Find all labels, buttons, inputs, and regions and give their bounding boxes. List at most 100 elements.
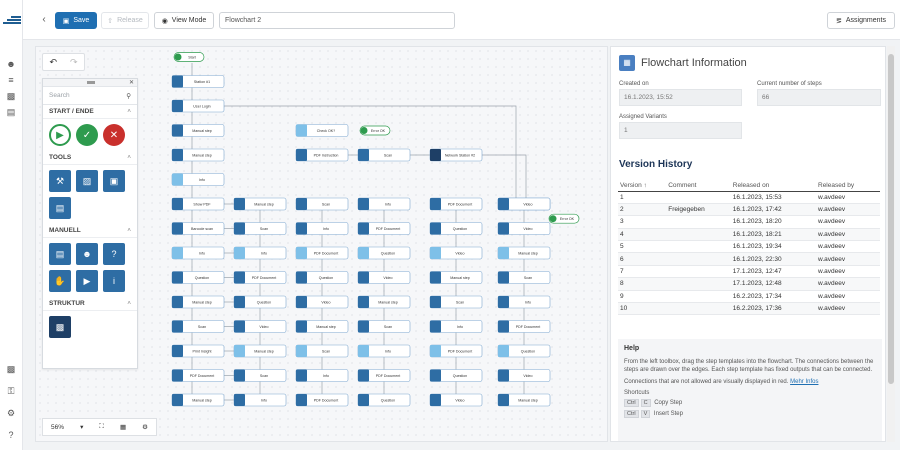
flow-node[interactable]: Info bbox=[497, 295, 551, 309]
view-mode-button[interactable]: ◉View Mode bbox=[154, 12, 214, 29]
flow-node[interactable]: User Login bbox=[171, 99, 225, 113]
flow-node[interactable]: Manual step bbox=[497, 246, 551, 260]
flowchart-title-input[interactable]: Flowchart 2 bbox=[219, 12, 455, 29]
manual-hand-icon[interactable]: ✋ bbox=[49, 270, 71, 292]
close-icon[interactable]: ✕ bbox=[128, 80, 134, 86]
flow-node[interactable]: Print Insight bbox=[171, 344, 225, 358]
flow-node[interactable]: Video bbox=[295, 295, 349, 309]
fit-screen-icon[interactable]: ⛶ bbox=[99, 423, 104, 430]
end-node[interactable]: Error OK bbox=[359, 125, 391, 136]
question-step-icon[interactable]: ? bbox=[103, 243, 125, 265]
flow-node[interactable]: Video bbox=[233, 320, 287, 333]
flow-node[interactable]: Info bbox=[357, 197, 411, 211]
flow-node[interactable]: PDF Document bbox=[429, 344, 483, 358]
chevron-down-icon[interactable]: ▾ bbox=[80, 424, 84, 431]
flow-node[interactable]: Manual step bbox=[171, 295, 225, 309]
help-icon[interactable]: ? bbox=[8, 430, 14, 440]
flow-node[interactable]: Manual step bbox=[233, 197, 287, 211]
more-info-link[interactable]: Mehr Infos bbox=[790, 379, 819, 385]
flow-node[interactable]: Scan bbox=[295, 197, 349, 211]
screwdriver-tool-icon[interactable]: ⚒ bbox=[49, 170, 71, 192]
flow-node[interactable]: Info bbox=[171, 246, 225, 260]
drag-handle-icon[interactable] bbox=[87, 81, 95, 84]
flow-node[interactable]: PDF Document bbox=[357, 369, 411, 382]
flow-node[interactable]: Info bbox=[429, 320, 483, 333]
toolbox-header[interactable]: ✕ bbox=[43, 79, 137, 87]
flow-node[interactable]: Question bbox=[295, 271, 349, 284]
flow-node[interactable]: PDF Document bbox=[295, 393, 349, 407]
section-manuell[interactable]: MANUELL˄ bbox=[43, 224, 137, 238]
assignments-button[interactable]: ⪚Assignments bbox=[827, 12, 895, 29]
end-ok-icon[interactable]: ✓ bbox=[76, 124, 98, 146]
flow-node[interactable]: Question bbox=[357, 393, 411, 407]
user-step-icon[interactable]: ☻ bbox=[76, 243, 98, 265]
back-chevron-icon[interactable]: ‹ bbox=[42, 14, 46, 25]
flow-node[interactable]: Show PDF bbox=[171, 197, 225, 211]
flow-node[interactable]: Info bbox=[171, 173, 225, 186]
settings-icon[interactable]: ⚙ bbox=[142, 424, 148, 431]
flow-node[interactable]: Info bbox=[233, 393, 287, 407]
chart-icon[interactable]: ▩ bbox=[6, 364, 16, 374]
zoom-level-select[interactable]: 56% bbox=[51, 423, 65, 431]
flow-node[interactable]: Manual step bbox=[429, 271, 483, 284]
flow-node[interactable]: PDF Instruction bbox=[295, 148, 349, 162]
flow-node[interactable]: Scan bbox=[233, 222, 287, 235]
flow-node[interactable]: Scan bbox=[357, 148, 411, 162]
scanner-tool-icon[interactable]: ▣ bbox=[103, 170, 125, 192]
release-button[interactable]: ⇧Release bbox=[101, 12, 149, 29]
flow-node[interactable]: Question bbox=[233, 295, 287, 309]
users-icon[interactable]: ☻ bbox=[6, 59, 16, 69]
section-tools[interactable]: TOOLS˄ bbox=[43, 151, 137, 165]
flow-node[interactable]: Question bbox=[171, 271, 225, 284]
flow-node[interactable]: Manual step bbox=[233, 344, 287, 358]
flow-node[interactable]: Video bbox=[429, 246, 483, 260]
flow-node[interactable]: Scan bbox=[429, 295, 483, 309]
undo-icon[interactable]: ↶ bbox=[49, 56, 58, 67]
gear-icon[interactable]: ⚙ bbox=[6, 408, 16, 418]
flow-node[interactable]: Check OK? bbox=[295, 124, 349, 137]
end-node[interactable]: Error OK bbox=[548, 213, 580, 224]
flow-node[interactable]: PDF Document bbox=[233, 271, 287, 284]
flow-node[interactable]: Barcode scan bbox=[171, 222, 225, 235]
flow-node[interactable]: Manual step bbox=[171, 124, 225, 137]
flow-node[interactable]: Question bbox=[429, 222, 483, 235]
pdf-step-icon[interactable]: ▤ bbox=[49, 243, 71, 265]
section-struktur[interactable]: STRUKTUR˄ bbox=[43, 297, 137, 311]
flow-node[interactable]: PDF Document bbox=[357, 222, 411, 235]
flow-node[interactable]: Video bbox=[429, 393, 483, 407]
panel-scrollbar[interactable] bbox=[887, 46, 895, 442]
network-station-icon[interactable]: ▩ bbox=[49, 316, 71, 338]
flow-node[interactable]: Scan bbox=[497, 271, 551, 284]
flow-node[interactable]: Info bbox=[357, 344, 411, 358]
flow-node[interactable]: Question bbox=[497, 344, 551, 358]
flow-node[interactable]: Scan bbox=[357, 320, 411, 333]
info-step-icon[interactable]: i bbox=[103, 270, 125, 292]
briefcase-icon[interactable]: ▩ bbox=[6, 91, 16, 101]
key-icon[interactable]: ⚿ bbox=[7, 386, 15, 396]
flow-node[interactable]: Video bbox=[497, 197, 551, 211]
flow-node[interactable]: Scan bbox=[233, 369, 287, 382]
video-step-icon[interactable]: ▶ bbox=[76, 270, 98, 292]
export-icon[interactable]: ▦ bbox=[119, 424, 127, 431]
flow-node[interactable]: Manual step bbox=[171, 393, 225, 407]
flow-node[interactable]: Video bbox=[357, 271, 411, 284]
flow-node[interactable]: Info bbox=[233, 246, 287, 260]
flow-node[interactable]: Video bbox=[497, 369, 551, 382]
flow-node[interactable]: Question bbox=[357, 246, 411, 260]
flow-node[interactable]: Manual step bbox=[357, 295, 411, 309]
end-error-icon[interactable]: ✕ bbox=[103, 124, 125, 146]
redo-icon[interactable]: ↷ bbox=[69, 56, 78, 67]
flow-node[interactable]: Manual step bbox=[497, 393, 551, 407]
document-icon[interactable]: ▤ bbox=[6, 107, 16, 117]
flow-node[interactable]: Info bbox=[295, 369, 349, 382]
list-icon[interactable]: ≡ bbox=[8, 75, 14, 85]
flow-node[interactable]: Info bbox=[295, 222, 349, 235]
flow-node[interactable]: Manual step bbox=[295, 320, 349, 333]
device-tool-icon[interactable]: ▤ bbox=[49, 197, 71, 219]
